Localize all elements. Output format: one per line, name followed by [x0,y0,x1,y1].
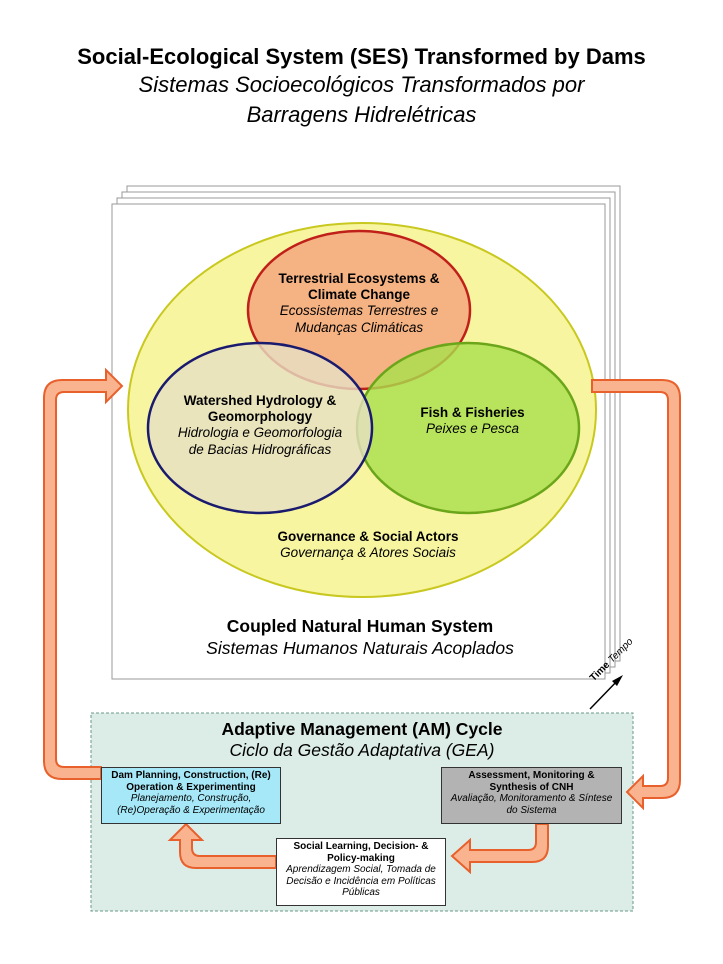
dam-en-line1: Dam Planning, Construction, (Re) [111,770,271,781]
watershed-pt-line2: de Bacias Hidrográficas [188,441,332,457]
assessment-box: Assessment, Monitoring & Synthesis of CN… [441,767,622,824]
learning-pt-line1: Aprendizagem Social, Tomada de [286,864,436,875]
watershed-pt-line1: Hidrologia e Geomorfologia [177,425,343,441]
fish-en: Fish & Fisheries [420,405,525,420]
watershed-en-line1: Watershed Hydrology & [183,393,337,408]
terrestrial-pt-line2: Mudanças Climáticas [294,319,424,335]
fish-pt: Peixes e Pesca [425,421,520,437]
terrestrial-pt-line1: Ecossistemas Terrestres e [279,303,439,319]
terrestrial-en-line1: Terrestrial Ecosystems & [278,271,440,286]
title-portuguese-line1: Sistemas Socioecológicos Transformados p… [138,72,585,97]
title-english: Social-Ecological System (SES) Transform… [77,44,646,69]
watershed-label: Watershed Hydrology & Geomorphology Hidr… [150,393,370,458]
am-title: Adaptive Management (AM) Cycle Ciclo da … [91,719,633,761]
dam-pt-line2: (Re)Operação & Experimentação [117,804,265,816]
cnhs-pt: Sistemas Humanos Naturais Acoplados [206,637,514,658]
dam-pt-line1: Planejamento, Construção, [130,793,252,804]
terrestrial-en-line2: Climate Change [307,287,411,303]
assessment-pt-line2: do Sistema [506,804,557,816]
social-learning-box: Social Learning, Decision- & Policy-maki… [276,838,446,906]
learning-pt-line3: Públicas [342,887,380,898]
cnhs-label: Coupled Natural Human System Sistemas Hu… [160,616,560,660]
governance-en: Governance & Social Actors [277,529,459,544]
watershed-circle [146,341,374,515]
assessment-en-line2: Synthesis of CNH [489,781,574,793]
learning-to-dam-arrow [167,822,277,869]
terrestrial-label: Terrestrial Ecosystems & Climate Change … [248,271,470,336]
learning-en-line2: Policy-making [327,852,395,864]
time-arrowhead [612,675,623,686]
watershed-en-line2: Geomorphology [207,409,313,425]
cnhs-en: Coupled Natural Human System [226,616,494,636]
title-portuguese-line2: Barragens Hidrelétricas [246,102,477,127]
assessment-to-learning-arrow [450,823,549,875]
dam-planning-box: Dam Planning, Construction, (Re) Operati… [101,767,281,824]
left-cycle-arrow [43,367,124,780]
learning-en-line1: Social Learning, Decision- & [293,841,429,852]
governance-pt: Governança & Atores Sociais [280,545,456,561]
right-cycle-arrow [591,379,681,811]
governance-label: Governance & Social Actors Governança & … [230,529,506,561]
dam-en-line2: Operation & Experimenting [126,781,256,793]
learning-pt-line2: Decisão e Incidência em Políticas [286,875,436,887]
am-title-pt: Ciclo da Gestão Adaptativa (GEA) [229,740,495,760]
assessment-pt-line1: Avaliação, Monitoramento & Síntese [450,793,613,804]
am-title-en: Adaptive Management (AM) Cycle [221,719,503,739]
assessment-en-line1: Assessment, Monitoring & [468,770,595,781]
fish-label: Fish & Fisheries Peixes e Pesca [380,405,565,437]
